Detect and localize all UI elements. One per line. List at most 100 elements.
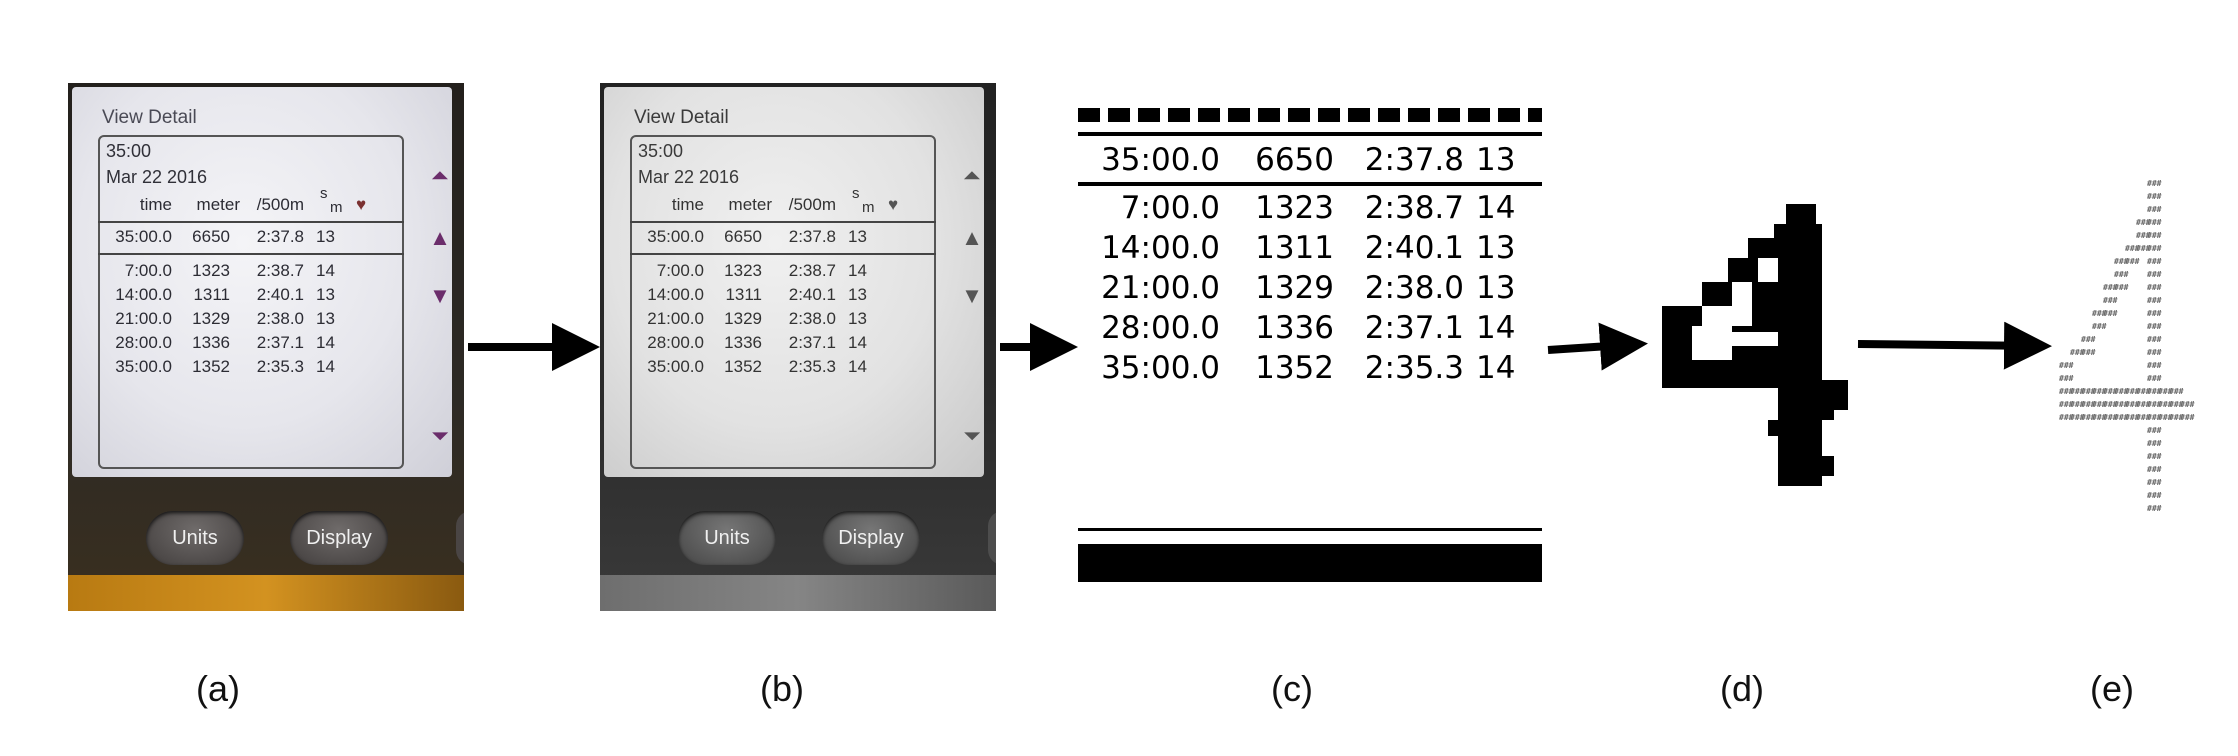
units-button[interactable]: Units [678, 511, 776, 565]
ascii-glyph: ### [2114, 387, 2129, 396]
double-down-arrow-icon[interactable]: ⏷ [431, 423, 449, 448]
split-rate: 14 [848, 261, 867, 280]
ascii-glyph: ### [2081, 348, 2096, 357]
lcd-divider [630, 253, 936, 255]
display-button[interactable]: Display [822, 511, 920, 565]
double-up-arrow-icon[interactable]: ⏶ [963, 163, 981, 188]
ascii-glyph: ### [2103, 309, 2118, 318]
summary-pace: 2:37.8 [788, 227, 836, 246]
ascii-glyph: ### [2147, 348, 2162, 357]
ascii-glyph: ### [2114, 413, 2129, 422]
header-time: time [671, 195, 704, 214]
units-button[interactable]: Units [146, 511, 244, 565]
ascii-glyph: ### [2092, 309, 2107, 318]
summary-time: 35:00.0 [115, 227, 172, 246]
heart-icon: ♥ [356, 195, 367, 214]
split-meter: 1329 [724, 309, 762, 328]
ascii-glyph: ### [2125, 387, 2140, 396]
crop-split-meter: 1336 [1255, 310, 1334, 346]
label-b: (b) [760, 668, 804, 709]
up-arrow-icon[interactable]: ▲ [961, 225, 983, 250]
split-meter: 1311 [193, 285, 230, 304]
lcd-split-row: 7:00.0 1323 2:38.7 14 [604, 261, 910, 285]
ascii-glyph: ### [2070, 413, 2085, 422]
lcd-split-row: 14:00.0 1311 2:40.1 13 [72, 285, 378, 309]
display-button[interactable]: Display [290, 511, 388, 565]
crop-bottom-band [1078, 544, 1542, 582]
crop-split-row: 35:00.0 1352 2:35.3 14 [1078, 350, 1542, 390]
binarized-crop: 35:00.0 6650 2:37.8 13 7:00.0 1323 2:38.… [1078, 108, 1542, 582]
split-pace: 2:37.1 [788, 333, 836, 352]
ascii-glyph: ### [2147, 387, 2162, 396]
ascii-glyph: ### [2158, 400, 2173, 409]
crop-rule-bottom [1078, 528, 1542, 531]
split-rate: 13 [316, 285, 335, 304]
down-arrow-icon[interactable]: ▼ [961, 283, 983, 308]
photo-color-monitor: View Detail 35:00 Mar 22 2016 time meter… [68, 83, 464, 611]
split-time: 14:00.0 [115, 285, 172, 304]
split-meter: 1352 [724, 357, 762, 376]
ascii-glyph: ### [2147, 270, 2162, 279]
lcd-divider [98, 253, 404, 255]
split-rate: 14 [848, 357, 867, 376]
crop-split-pace: 2:40.1 [1364, 230, 1464, 266]
ascii-glyph: ### [2147, 179, 2162, 188]
split-meter: 1311 [725, 285, 762, 304]
crop-split-row: 21:00.0 1329 2:38.0 13 [1078, 270, 1542, 310]
ascii-glyph: ### [2136, 218, 2151, 227]
up-arrow-icon[interactable]: ▲ [429, 225, 451, 250]
crop-split-time: 21:00.0 [1101, 270, 1220, 306]
ascii-glyph: ### [2147, 257, 2162, 266]
split-rate: 14 [848, 333, 867, 352]
split-time: 28:00.0 [647, 333, 704, 352]
crop-split-rate: 14 [1476, 350, 1516, 386]
ascii-glyph: ### [2147, 218, 2162, 227]
split-meter: 1336 [724, 333, 762, 352]
split-pace: 2:35.3 [788, 357, 836, 376]
ascii-glyph: ### [2059, 361, 2074, 370]
crop-summary-pace: 2:37.8 [1364, 142, 1464, 178]
split-pace: 2:38.7 [256, 261, 304, 280]
crop-split-meter: 1311 [1255, 230, 1334, 266]
header-meter: meter [196, 195, 240, 214]
lcd-split-row: 35:00.0 1352 2:35.3 14 [72, 357, 378, 381]
ascii-glyph: ### [2147, 374, 2162, 383]
lcd-header-row: time meter /500m s m ♥ [604, 185, 910, 219]
ascii-glyph: ### [2103, 387, 2118, 396]
ascii-glyph: ### [2059, 387, 2074, 396]
ascii-digit-four: ########################################… [2055, 176, 2195, 521]
split-time: 35:00.0 [647, 357, 704, 376]
pixel-digit-svg [1662, 204, 1848, 486]
lcd-summary-row: 35:00.0 6650 2:37.8 13 [604, 227, 910, 251]
split-time: 35:00.0 [115, 357, 172, 376]
down-arrow-icon[interactable]: ▼ [429, 283, 451, 308]
split-pace: 2:38.0 [256, 309, 304, 328]
crop-split-meter: 1329 [1255, 270, 1334, 306]
double-up-arrow-icon[interactable]: ⏶ [431, 163, 449, 188]
ascii-glyph: ### [2081, 387, 2096, 396]
split-rate: 14 [316, 261, 335, 280]
lcd-split-row: 28:00.0 1336 2:37.1 14 [604, 333, 910, 357]
double-down-arrow-icon[interactable]: ⏷ [963, 423, 981, 448]
split-rate: 13 [848, 285, 867, 304]
arrow-d-to-e [1857, 321, 2052, 370]
floor [600, 575, 996, 611]
split-rate: 13 [848, 309, 867, 328]
ascii-digit-svg: ########################################… [2059, 179, 2195, 513]
summary-pace: 2:37.8 [256, 227, 304, 246]
ascii-glyph: ### [2136, 244, 2151, 253]
ascii-glyph: ### [2059, 400, 2074, 409]
lcd-detail-box [630, 135, 936, 469]
partial-button [988, 511, 996, 565]
summary-meter: 6650 [192, 227, 230, 246]
header-rate-bottom: m [862, 199, 875, 216]
clipped-header-row [1078, 108, 1542, 122]
crop-split-rate: 13 [1476, 230, 1516, 266]
ascii-glyph: ### [2103, 413, 2118, 422]
ascii-glyph: ### [2103, 283, 2118, 292]
split-meter: 1329 [192, 309, 230, 328]
crop-summary-meter: 6650 [1255, 142, 1334, 178]
ascii-glyph: ### [2169, 400, 2184, 409]
crop-split-pace: 2:38.0 [1364, 270, 1464, 306]
split-time: 28:00.0 [115, 333, 172, 352]
